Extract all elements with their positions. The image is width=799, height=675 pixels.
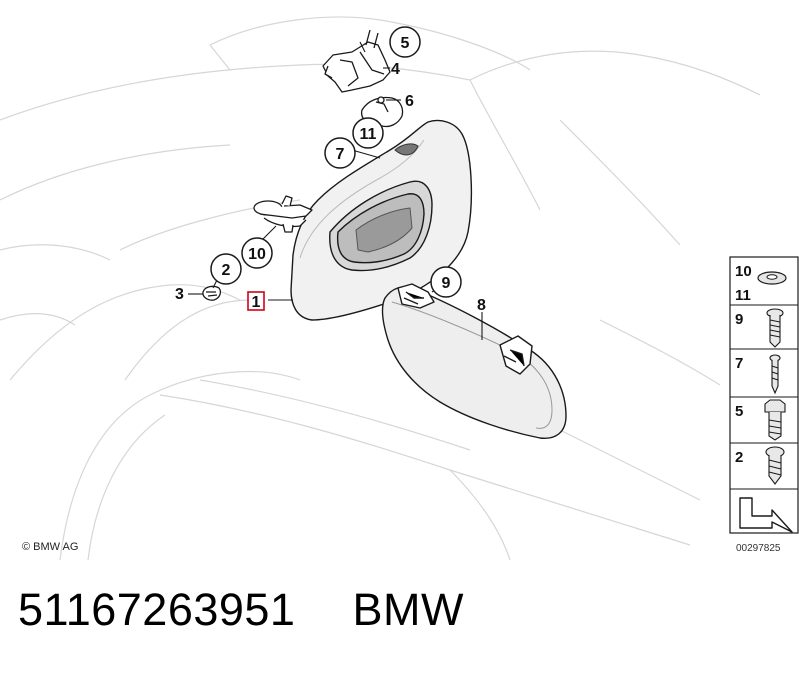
car-interior-outline [0, 16, 761, 561]
svg-text:6: 6 [405, 93, 414, 110]
callout-8: 8 [477, 297, 486, 314]
svg-text:7: 7 [336, 146, 345, 163]
callout-6: 6 [405, 93, 414, 110]
legend-label-5: 5 [735, 403, 743, 420]
sun-visor-part [290, 119, 473, 321]
callout-11: 11 [352, 117, 384, 149]
callout-1-highlighted: 1 [247, 291, 265, 311]
svg-text:1: 1 [252, 294, 261, 311]
copyright-notice: © BMW AG [22, 541, 79, 553]
footer-caption: 51167263951 BMW [18, 584, 464, 636]
bracket-part [322, 29, 391, 93]
callout-7: 7 [324, 137, 356, 169]
screw-icon-9 [766, 308, 784, 348]
svg-text:10: 10 [248, 246, 266, 263]
legend-label-11: 11 [735, 287, 751, 304]
direction-arrow-icon [739, 497, 793, 533]
svg-text:2: 2 [222, 262, 231, 279]
bolt-icon-5 [764, 399, 786, 441]
callout-10: 10 [241, 237, 273, 269]
legend-label-7: 7 [735, 355, 743, 372]
hardware-legend: 10 11 9 7 5 2 [729, 256, 799, 534]
pivot-part-10 [253, 195, 313, 233]
svg-text:4: 4 [391, 61, 400, 78]
svg-text:11: 11 [360, 126, 377, 143]
legend-label-2: 2 [735, 449, 743, 466]
svg-text:9: 9 [442, 275, 451, 292]
callout-3: 3 [175, 286, 184, 303]
washer-icon [757, 271, 787, 285]
legend-label-10: 10 [735, 263, 752, 280]
sun-visor-part-8 [381, 283, 567, 439]
callout-5: 5 [389, 26, 421, 58]
screw-icon-2 [765, 446, 785, 485]
diagram-id: 00297825 [736, 543, 781, 554]
callout-9: 9 [430, 266, 462, 298]
callout-4: 4 [391, 61, 400, 78]
brand-name: BMW [352, 584, 464, 635]
callout-2: 2 [210, 253, 242, 285]
legend-label-9: 9 [735, 311, 743, 328]
svg-text:3: 3 [175, 286, 184, 303]
svg-text:8: 8 [477, 297, 486, 314]
screw-icon-7 [769, 354, 781, 395]
clip-part-3 [202, 285, 221, 301]
part-number: 51167263951 [18, 584, 296, 635]
svg-text:5: 5 [401, 35, 410, 52]
